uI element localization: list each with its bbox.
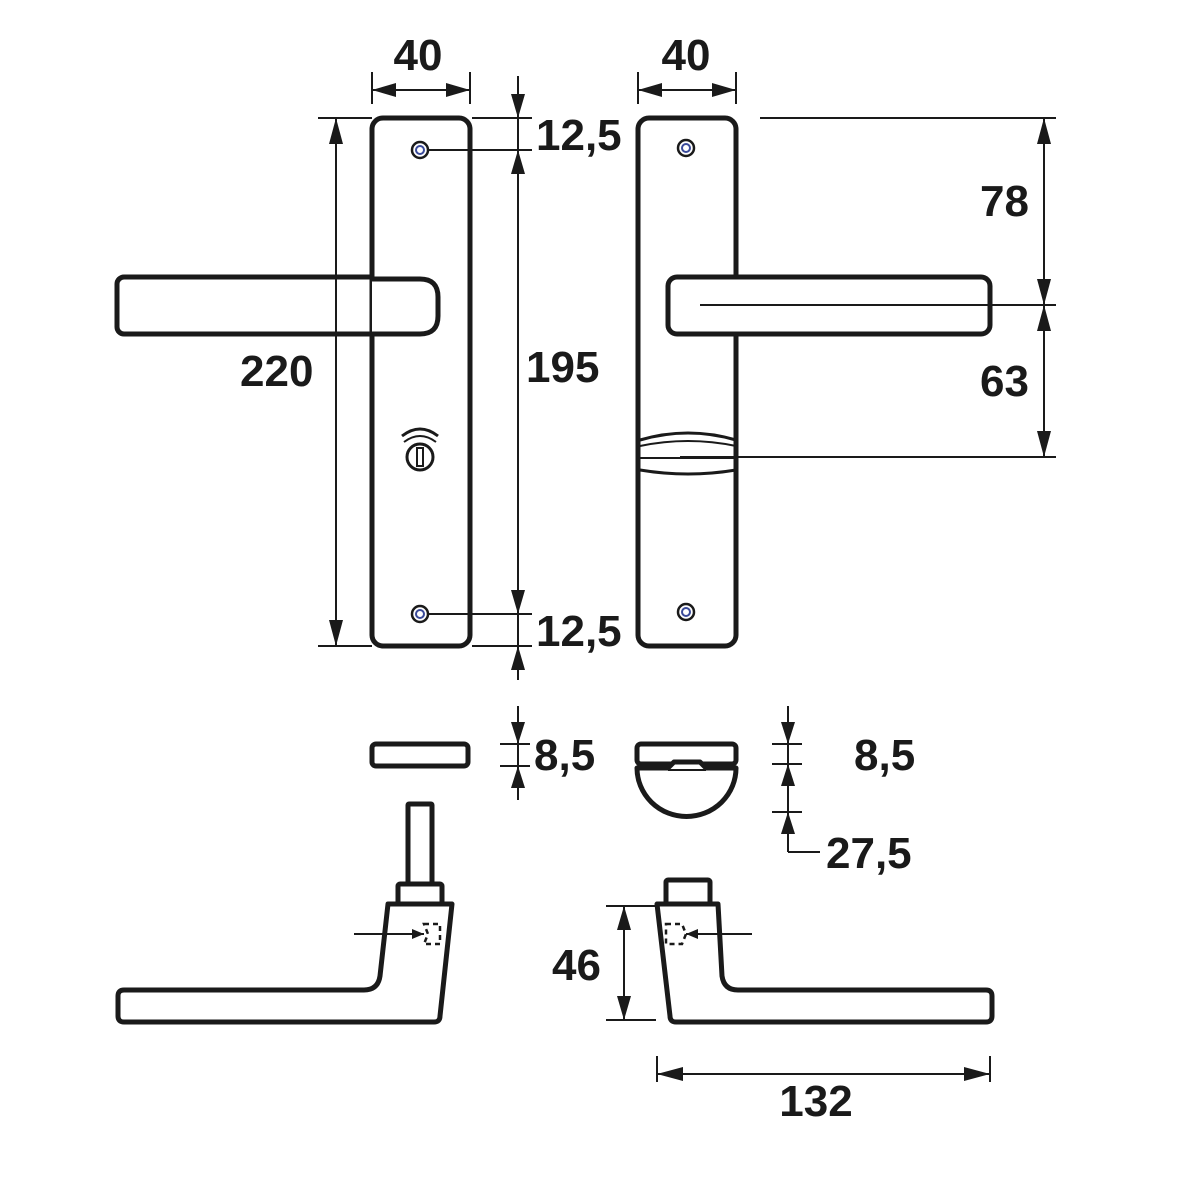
left-top-screw-icon: [410, 140, 430, 160]
dim-handle-length: [656, 1056, 991, 1082]
label-handle-to-indicator: 63: [980, 357, 1029, 406]
dim-handle-chain: [680, 117, 1056, 458]
dim-screw-chain: [428, 76, 532, 680]
right-backplate: [635, 115, 739, 649]
right-side-view: [654, 877, 995, 1025]
label-plate-width-left: 40: [394, 31, 443, 80]
label-plate-thickness-right: 8,5: [854, 731, 915, 780]
dim-plate-thickness-right: [772, 706, 820, 853]
label-rosette-depth: 27,5: [826, 829, 912, 878]
right-front-view: [635, 115, 993, 649]
right-plate-section: [634, 741, 739, 819]
label-bottom-screw-offset: 12,5: [536, 607, 622, 656]
left-backplate: [369, 115, 473, 649]
label-top-screw-offset: 12,5: [536, 111, 622, 160]
label-handle-projection: 46: [552, 941, 601, 990]
dim-plate-width-left: [371, 72, 471, 104]
label-handle-length: 132: [779, 1077, 852, 1126]
dim-plate-height: [318, 117, 372, 647]
dim-plate-width-right: [637, 72, 737, 104]
label-plate-thickness-left: 8,5: [534, 731, 595, 780]
label-handle-height: 78: [980, 177, 1029, 226]
dim-handle-projection: [606, 905, 656, 1021]
left-side-view: [115, 801, 455, 1025]
label-plate-height: 220: [240, 347, 313, 396]
wc-release-icon: [401, 427, 439, 472]
left-plate-section: [369, 741, 471, 769]
right-top-screw-icon: [676, 138, 696, 158]
left-lever-front: [372, 276, 441, 337]
label-screw-spacing: 195: [526, 343, 599, 392]
left-bottom-screw-icon: [410, 604, 430, 624]
left-front-view: [114, 115, 473, 649]
dim-plate-thickness-left: [500, 706, 530, 800]
right-bottom-screw-icon: [676, 602, 696, 622]
label-plate-width-right: 40: [662, 31, 711, 80]
